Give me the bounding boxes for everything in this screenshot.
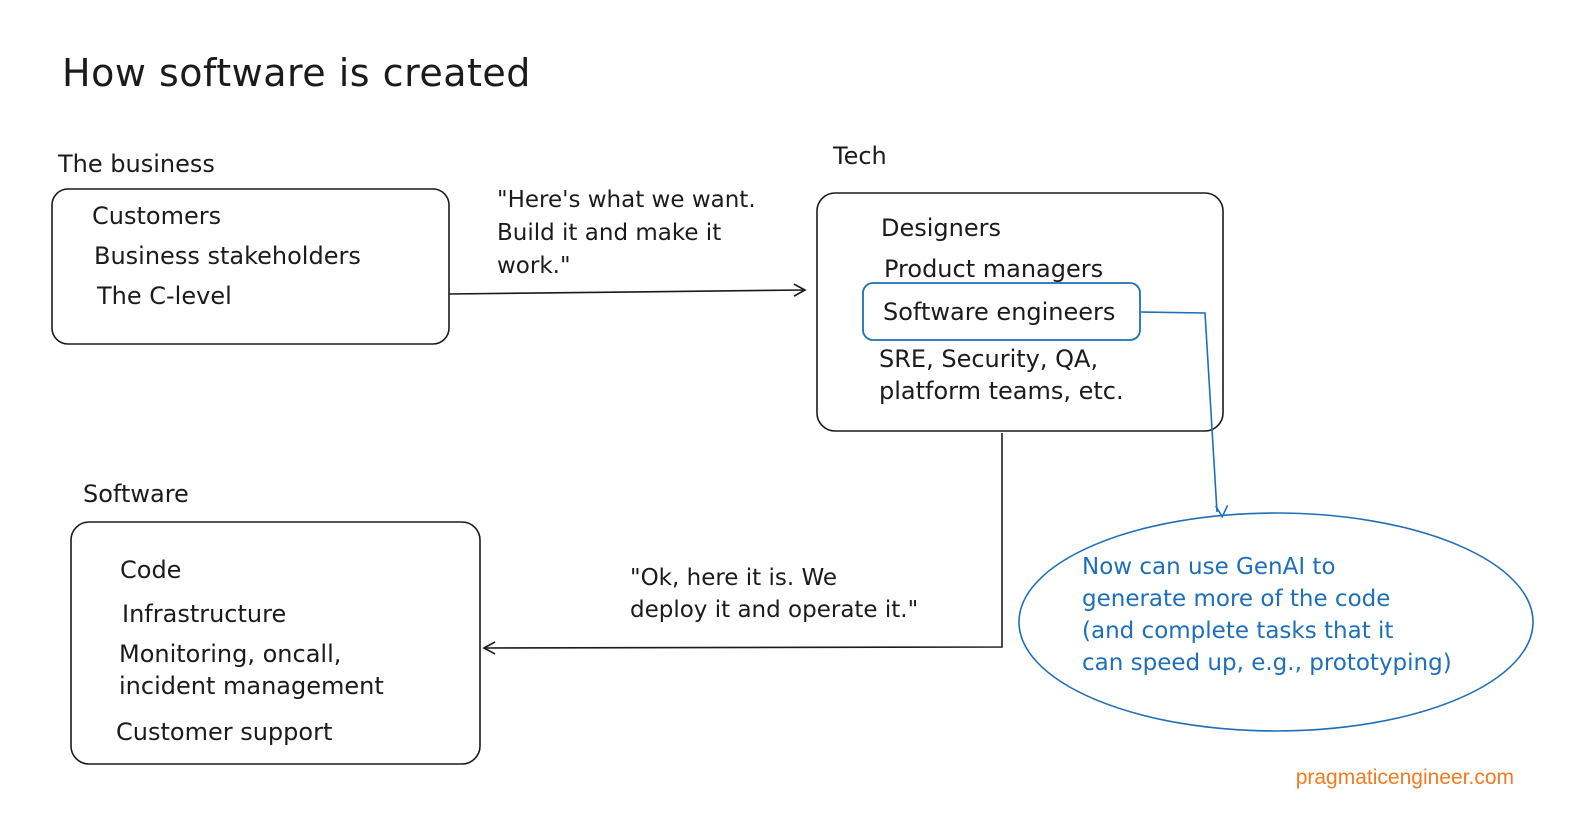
request-quote-line-2: Build it and make it: [497, 220, 721, 246]
genai-note-line-3: (and complete tasks that it: [1082, 618, 1393, 644]
request-quote-line-1: "Here's what we want.: [497, 187, 756, 213]
request-quote-line-3: work.": [497, 253, 571, 279]
software-item-infrastructure: Infrastructure: [122, 600, 286, 628]
genai-note-line-1: Now can use GenAI to: [1082, 554, 1336, 580]
business-item-c-level: The C-level: [96, 282, 232, 310]
delivery-quote-line-2: deploy it and operate it.": [630, 597, 918, 623]
business-to-tech-arrow: [448, 283, 807, 297]
tech-heading: Tech: [832, 142, 887, 170]
tech-other-line-1: SRE, Security, QA,: [879, 345, 1098, 373]
genai-note-line-4: can speed up, e.g., prototyping): [1082, 650, 1452, 676]
software-engineers-highlight: [862, 282, 1141, 341]
business-heading: The business: [57, 150, 215, 178]
business-box: [51, 188, 450, 345]
tech-box: [816, 192, 1224, 432]
software-item-incident-management: incident management: [119, 672, 384, 700]
page-title: How software is created: [62, 51, 531, 95]
tech-item-product-managers: Product managers: [884, 255, 1103, 283]
business-item-customers: Customers: [92, 202, 221, 230]
tech-item-designers: Designers: [881, 214, 1001, 242]
genai-note-ellipse: [1018, 512, 1534, 732]
software-box: [70, 521, 481, 765]
software-item-monitoring: Monitoring, oncall,: [119, 640, 341, 668]
software-heading: Software: [83, 480, 189, 508]
tech-other-line-2: platform teams, etc.: [879, 377, 1124, 405]
engineers-to-genai-arrow: [1140, 311, 1229, 519]
delivery-quote-line-1: "Ok, here it is. We: [630, 565, 837, 591]
tech-to-software-arrow: [482, 433, 1003, 655]
tech-item-software-engineers: Software engineers: [883, 298, 1115, 326]
software-item-code: Code: [120, 556, 181, 584]
software-item-customer-support: Customer support: [116, 718, 332, 746]
site-credit: pragmaticengineer.com: [1295, 766, 1514, 789]
genai-note-line-2: generate more of the code: [1082, 586, 1390, 612]
business-item-stakeholders: Business stakeholders: [94, 242, 361, 270]
